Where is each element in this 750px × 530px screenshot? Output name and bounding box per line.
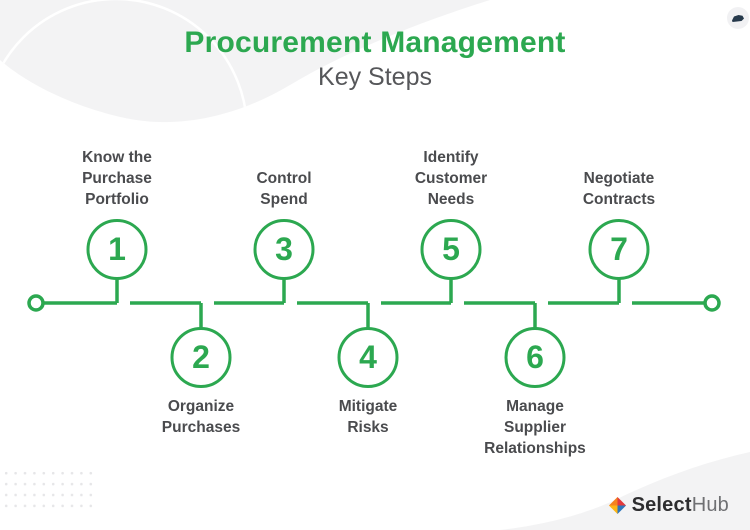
step-6-circle: 6: [504, 327, 566, 388]
timeline-left-ring: [27, 294, 45, 312]
step-4-circle: 4: [337, 327, 399, 388]
step-6-label: Manage Supplier Relationships: [484, 398, 586, 458]
step-7-number: 7: [610, 230, 628, 267]
step-6-number: 6: [526, 338, 544, 375]
logo-text-light: Hub: [691, 494, 729, 516]
step-4-number: 4: [359, 338, 377, 375]
step-4-label: Mitigate Risks: [338, 398, 398, 437]
bottom-right-swoosh-decoration: [500, 452, 750, 530]
step-3-label: Control Spend: [256, 169, 312, 208]
step-1-number: 1: [108, 230, 126, 267]
step-7-label: Negotiate Contracts: [582, 169, 656, 208]
step-3-circle: 3: [253, 219, 315, 280]
corner-badge-button[interactable]: [724, 6, 750, 32]
page-title: Procurement Management: [184, 26, 566, 59]
corner-badge-icon: [732, 15, 744, 22]
top-left-swoosh-decoration: [0, 0, 490, 123]
step-2-circle: 2: [170, 327, 232, 388]
page-subtitle: Key Steps: [318, 63, 432, 91]
timeline-right-ring: [703, 294, 721, 312]
timeline-stems-top: [115, 250, 621, 303]
step-5-number: 5: [442, 230, 460, 267]
step-7-circle: 7: [588, 219, 650, 280]
step-2-number: 2: [192, 338, 210, 375]
step-3-number: 3: [275, 230, 293, 267]
selecthub-gem-icon: [608, 496, 626, 515]
dot-grid-decoration: [4, 471, 96, 514]
selecthub-wordmark: SelectHub: [632, 494, 729, 517]
step-5-circle: 5: [420, 219, 482, 280]
selecthub-logo: SelectHub: [608, 494, 729, 517]
step-1-circle: 1: [86, 219, 148, 280]
logo-text-bold: Select: [631, 494, 692, 516]
step-2-label: Organize Purchases: [161, 398, 241, 437]
step-5-label: Identify Customer Needs: [414, 148, 488, 208]
step-1-label: Know the Purchase Portfolio: [82, 148, 152, 208]
